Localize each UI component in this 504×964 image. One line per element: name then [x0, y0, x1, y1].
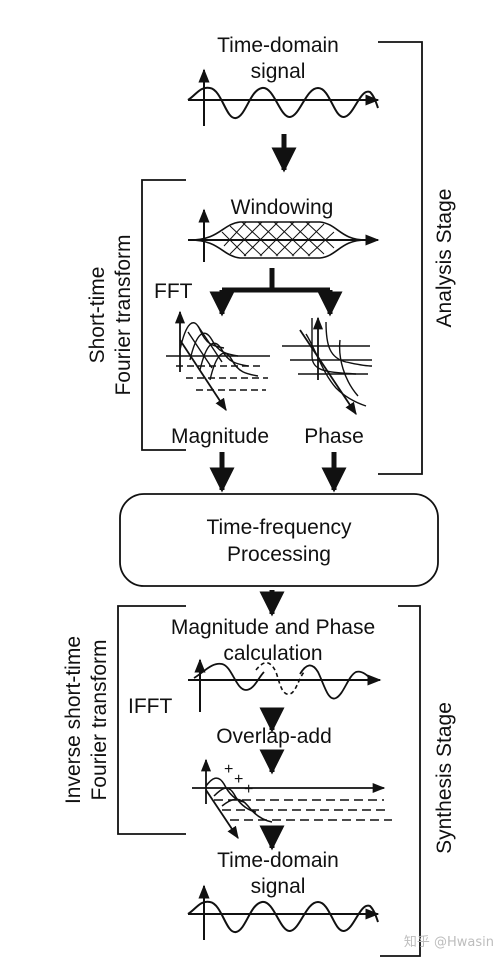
overlap-add-plot: [192, 758, 392, 840]
stft-bracket-label: Short-time Fourier transform: [86, 234, 135, 395]
magnitude-spectrum-plot: [166, 310, 270, 412]
stft-label-line2: Fourier transform: [112, 234, 135, 395]
magnitude-label: Magnitude: [171, 425, 269, 448]
top-signal-title-line2: signal: [251, 60, 306, 83]
phase-label: Phase: [304, 425, 364, 448]
windowing-label: Windowing: [231, 196, 334, 219]
top-signal-waveform: [187, 86, 379, 119]
processing-box-line2: Processing: [227, 543, 331, 566]
window-hatch: [221, 221, 335, 257]
bottom-signal-title-line1: Time-domain: [217, 849, 339, 872]
synthesis-stage-bracket: [380, 605, 421, 957]
split-arrows: [209, 268, 343, 317]
istft-label-line1: Inverse short-time: [62, 636, 85, 804]
istft-bracket: [117, 605, 186, 835]
top-signal-plot: [187, 68, 380, 126]
processing-box-line1: Time-frequency: [206, 516, 352, 539]
phase-spectrum-plot: [282, 316, 373, 416]
watermark: 知乎 @Hwasin: [404, 934, 494, 950]
analysis-stage-label: Analysis Stage: [433, 189, 456, 328]
fft-label: FFT: [154, 280, 193, 303]
processing-box: [119, 493, 439, 587]
overlap-add-label: Overlap-add: [216, 725, 332, 748]
synthesis-stage-label: Synthesis Stage: [433, 702, 456, 854]
analysis-stage-bracket: [378, 41, 423, 475]
windowing-plot: [188, 208, 380, 262]
stft-bracket: [141, 179, 186, 451]
bottom-signal-plot: [187, 884, 380, 940]
overlap-plus-1: +: [224, 761, 233, 778]
istft-label-line2: Fourier transform: [88, 639, 111, 800]
overlap-plus-3: +: [244, 781, 253, 798]
ifft-label: IFFT: [128, 695, 172, 718]
top-signal-title-line1: Time-domain: [217, 34, 339, 57]
window-envelope-lower: [189, 239, 367, 259]
istft-bracket-label: Inverse short-time Fourier transform: [62, 636, 111, 804]
mag-phase-calc-line1: Magnitude and Phase: [171, 616, 375, 639]
bottom-signal-title-line2: signal: [251, 875, 306, 898]
dashed-segment: [255, 661, 305, 695]
bottom-signal-waveform: [187, 900, 379, 933]
window-envelope-upper: [189, 221, 367, 241]
overlap-plus-2: +: [234, 771, 243, 788]
reconstructed-signal-plot: [188, 658, 382, 712]
stft-label-line1: Short-time: [86, 267, 109, 364]
mag-phase-calc-line2: calculation: [223, 642, 322, 665]
